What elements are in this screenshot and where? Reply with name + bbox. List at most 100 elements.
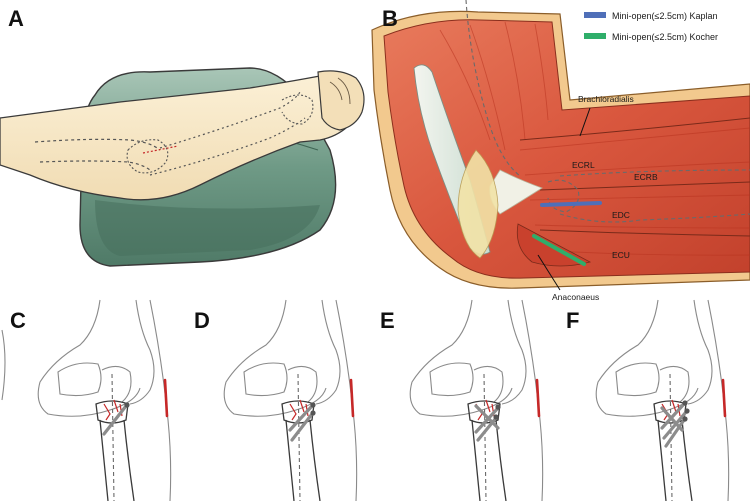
- legend-label-kaplan: Mini-open(≤2.5cm) Kaplan: [612, 11, 718, 21]
- panel-d: D: [194, 299, 358, 501]
- label-ecrb: ECRB: [634, 172, 658, 182]
- panel-a: A: [0, 6, 365, 267]
- humerus-medial: [129, 299, 155, 405]
- screw-3: [664, 418, 686, 448]
- incision-mark: [349, 378, 355, 418]
- fiber-1: [439, 29, 491, 141]
- screw-2: [662, 410, 688, 440]
- screw-3: [476, 416, 498, 442]
- humerus-lateral: [409, 299, 513, 417]
- screw-head: [124, 402, 130, 408]
- humerus-outline-lower: [39, 160, 151, 171]
- panel-b: Brachioradialis ECRL ECRB EDC ECU Anacon…: [371, 0, 750, 302]
- skin-edge-left: [1, 329, 6, 401]
- incision-mark: [535, 378, 541, 418]
- screw-1: [660, 402, 686, 430]
- anconaeus-leader: [537, 254, 561, 291]
- knuckles: [329, 77, 351, 105]
- fiber-7: [529, 194, 750, 201]
- incision-mark: [163, 378, 169, 418]
- screw-head-2: [310, 410, 316, 416]
- screw-2: [474, 406, 500, 434]
- panel-f: F: [566, 299, 730, 501]
- radius-shaft: [99, 419, 135, 501]
- legend-label-kocher: Mini-open(≤2.5cm) Kocher: [612, 32, 718, 42]
- radius-outline: [159, 91, 301, 149]
- pillow-shadow: [95, 200, 320, 256]
- radius-dash: [559, 169, 750, 177]
- olecranon: [473, 365, 504, 403]
- fiber-8: [534, 224, 750, 229]
- forearm: [0, 73, 357, 201]
- muscle-border-ecrb: [539, 181, 750, 191]
- fiber-5: [519, 127, 750, 151]
- muscle-border-ecrl: [519, 117, 750, 141]
- humerus-medial: [315, 299, 341, 405]
- fiber-3: [504, 21, 526, 141]
- radial-head: [95, 400, 129, 424]
- label-anconaeus: Anaconaeus: [552, 292, 599, 302]
- fiber-6: [524, 161, 750, 176]
- radius-shaft: [285, 419, 321, 501]
- fiber-4: [534, 23, 549, 121]
- panel-letter-e: E: [380, 308, 395, 333]
- screw-head-2: [493, 414, 499, 420]
- screw-head-3: [682, 416, 688, 422]
- panel-letter-c: C: [10, 308, 26, 333]
- panel-letter-a: A: [8, 6, 24, 31]
- screw-head-1: [495, 404, 501, 410]
- label-ecu: ECU: [612, 250, 630, 260]
- panel-e: E: [380, 299, 544, 501]
- skin-edge: [149, 299, 172, 501]
- legend-swatch-kaplan: [584, 12, 606, 18]
- screw-head-2: [684, 408, 690, 414]
- screw-1: [474, 404, 500, 430]
- humerus-medial: [687, 299, 713, 405]
- skin-edge: [335, 299, 358, 501]
- olecranon: [287, 365, 318, 403]
- ulna-dash: [559, 213, 750, 223]
- screw: [102, 404, 128, 436]
- panel-letter-f: F: [566, 308, 579, 333]
- label-brachioradialis: Brachioradialis: [578, 94, 634, 104]
- screw-head-1: [682, 400, 688, 406]
- humerus-lateral: [223, 299, 327, 417]
- olecranon: [659, 365, 690, 403]
- legend: Mini-open(≤2.5cm) Kaplan Mini-open(≤2.5c…: [584, 11, 718, 42]
- panel-letter-b: B: [382, 6, 398, 31]
- panel-c: C: [1, 299, 172, 501]
- panel-letter-d: D: [194, 308, 210, 333]
- legend-swatch-kocher: [584, 33, 606, 39]
- ulna-shaft-dash: [111, 373, 115, 501]
- radius-shaft: [657, 419, 693, 501]
- label-edc: EDC: [612, 210, 630, 220]
- olecranon: [101, 365, 132, 403]
- ulna-shaft-dash: [297, 373, 301, 501]
- wrist-outline: [281, 94, 314, 125]
- screw-2: [290, 412, 314, 442]
- radial-head: [467, 400, 501, 424]
- screw-head-1: [310, 402, 316, 408]
- capitellum: [243, 362, 288, 397]
- humerus-medial: [501, 299, 527, 405]
- humerus-dash: [465, 0, 521, 177]
- screw-4: [660, 406, 684, 432]
- kaplan-incision: [540, 201, 602, 207]
- skin-edge: [521, 299, 544, 501]
- olecranon-area: [457, 149, 499, 259]
- label-ecrl: ECRL: [572, 160, 595, 170]
- screw-1: [288, 404, 314, 432]
- incision-mark: [142, 145, 179, 154]
- radial-head: [281, 400, 315, 424]
- hand: [317, 70, 365, 131]
- kocher-incision: [532, 234, 586, 266]
- capitellum: [615, 362, 660, 397]
- capitellum: [57, 362, 102, 397]
- incision-mark: [721, 378, 727, 418]
- ulna-shaft-dash: [483, 373, 487, 501]
- humerus-lateral: [37, 299, 141, 417]
- muscle-border-edc: [539, 229, 750, 237]
- humerus-lateral: [595, 299, 699, 417]
- ulna-outline: [149, 117, 306, 176]
- capitellum: [429, 362, 474, 397]
